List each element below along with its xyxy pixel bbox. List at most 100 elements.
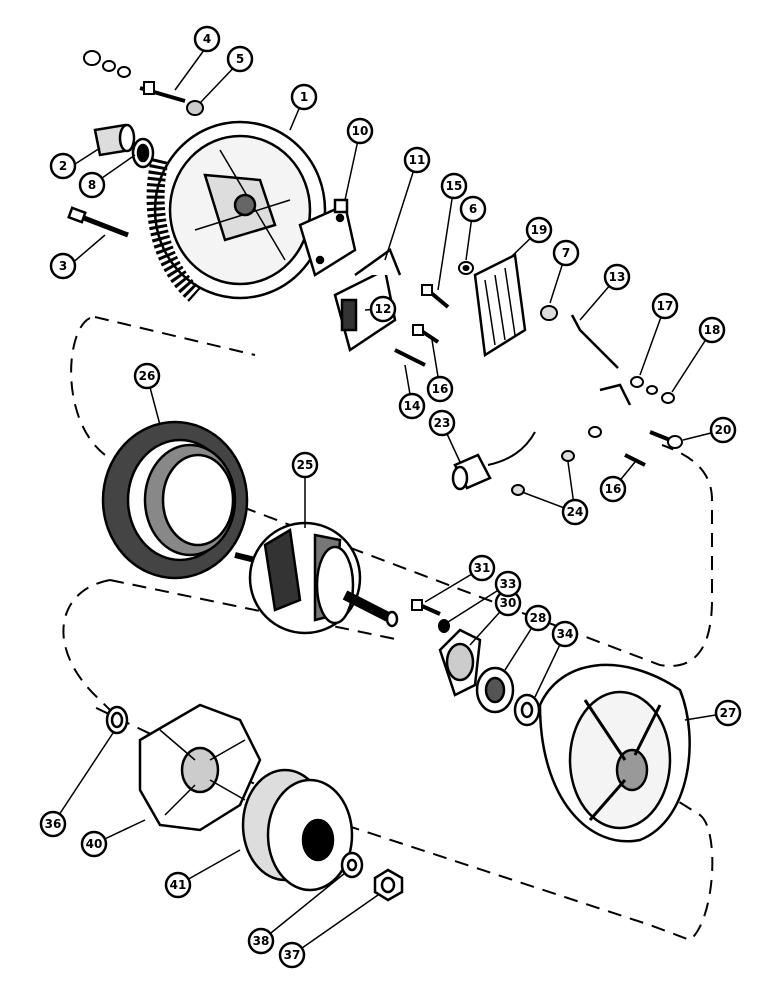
rectifier-bridge [473,253,527,358]
callout-23: 23 [428,409,456,437]
terminal-nuts [83,50,204,116]
pulley-washer [340,851,364,879]
callout-25-label: 25 [297,458,314,472]
callout-3-label: 3 [59,259,67,273]
callout-12: 12 [369,295,397,323]
callout-17: 17 [651,292,679,320]
capacitor [451,431,536,491]
terminal-stud [139,81,186,103]
callout-24: 24 [561,498,589,526]
drive-end-frame [538,663,691,843]
pulley-nut [373,868,404,902]
callout-15-label: 15 [446,179,463,193]
callout-11: 11 [403,146,431,174]
callout-34-label: 34 [557,627,574,641]
terminal-bracket [570,314,632,406]
callout-34: 34 [551,620,579,648]
callout-27: 27 [714,699,742,727]
upper-assembly-dashed-top [94,316,256,356]
callout-25: 25 [291,451,319,479]
callout-33: 33 [494,570,522,598]
callout-5: 5 [226,45,254,73]
callout-2-label: 2 [59,159,67,173]
callout-26: 26 [133,362,161,390]
callout-38-label: 38 [253,934,270,948]
screws [394,284,450,367]
callout-37: 37 [278,941,306,969]
cooling-fan [138,703,262,832]
callout-41: 41 [164,871,192,899]
callout-40: 40 [80,830,108,858]
callout-15: 15 [440,172,468,200]
small-washer [458,261,474,275]
callout-20-label: 20 [715,423,732,437]
callout-33-label: 33 [500,577,517,591]
through-bolt [67,206,129,238]
callout-12-label: 12 [375,302,392,316]
callout-23-label: 23 [434,416,451,430]
callout-40-label: 40 [86,837,103,851]
collar-spacer [105,705,129,735]
callout-28-label: 28 [530,611,547,625]
bracket-hardware [630,376,675,404]
callout-8: 8 [78,171,106,199]
callout-14-label: 14 [404,399,421,413]
rotor [234,521,399,635]
needle-bearing [93,123,136,157]
end-frame-housing [146,120,327,302]
callout-11-label: 11 [409,153,426,167]
callout-31-label: 31 [474,561,491,575]
callout-30-label: 30 [500,596,517,610]
callout-20: 20 [709,416,737,444]
callout-4: 4 [193,25,221,53]
terminal-bolts [588,426,683,467]
stator [101,420,249,580]
callout-16-lower: 16 [599,475,627,503]
spacer-washer [513,693,541,727]
hex-nut-small [540,305,558,321]
bearing-retainer [438,628,482,697]
callout-13-label: 13 [609,270,626,284]
callout-19: 19 [525,216,553,244]
capacitor-screws [511,450,575,496]
seal [131,137,155,169]
callout-13: 13 [603,263,631,291]
callout-37-label: 37 [284,948,301,962]
callout-41-label: 41 [170,878,187,892]
pulley [241,768,354,892]
callout-38: 38 [247,927,275,955]
callout-2: 2 [49,152,77,180]
callout-27-label: 27 [720,706,737,720]
callout-26-label: 26 [139,369,156,383]
callout-1-label: 1 [300,90,308,104]
callout-16-lower-label: 16 [605,482,622,496]
callout-14: 14 [398,392,426,420]
callout-16-upper-label: 16 [432,382,449,396]
callout-10-label: 10 [352,124,369,138]
callout-10: 10 [346,117,374,145]
voltage-regulator [298,198,357,277]
ball-bearing [475,666,515,714]
callout-24-label: 24 [567,505,584,519]
callout-1: 1 [290,83,318,111]
lock-washer [438,619,450,633]
callout-17-label: 17 [657,299,674,313]
callout-6-label: 6 [469,202,477,216]
callout-3: 3 [49,252,77,280]
callout-16-upper: 16 [426,375,454,403]
callout-4-label: 4 [203,32,211,46]
lower-assembly-dashed-outline [62,579,714,942]
retainer-screw [411,599,441,616]
callout-36-label: 36 [45,817,62,831]
callout-18: 18 [698,316,726,344]
upper-assembly-dashed-outline [70,317,713,667]
callout-28: 28 [524,604,552,632]
callout-8-label: 8 [88,178,96,192]
callout-7: 7 [552,239,580,267]
callout-19-label: 19 [531,223,548,237]
callout-5-label: 5 [236,52,244,66]
callout-7-label: 7 [562,246,570,260]
callout-18-label: 18 [704,323,721,337]
callout-6: 6 [459,195,487,223]
